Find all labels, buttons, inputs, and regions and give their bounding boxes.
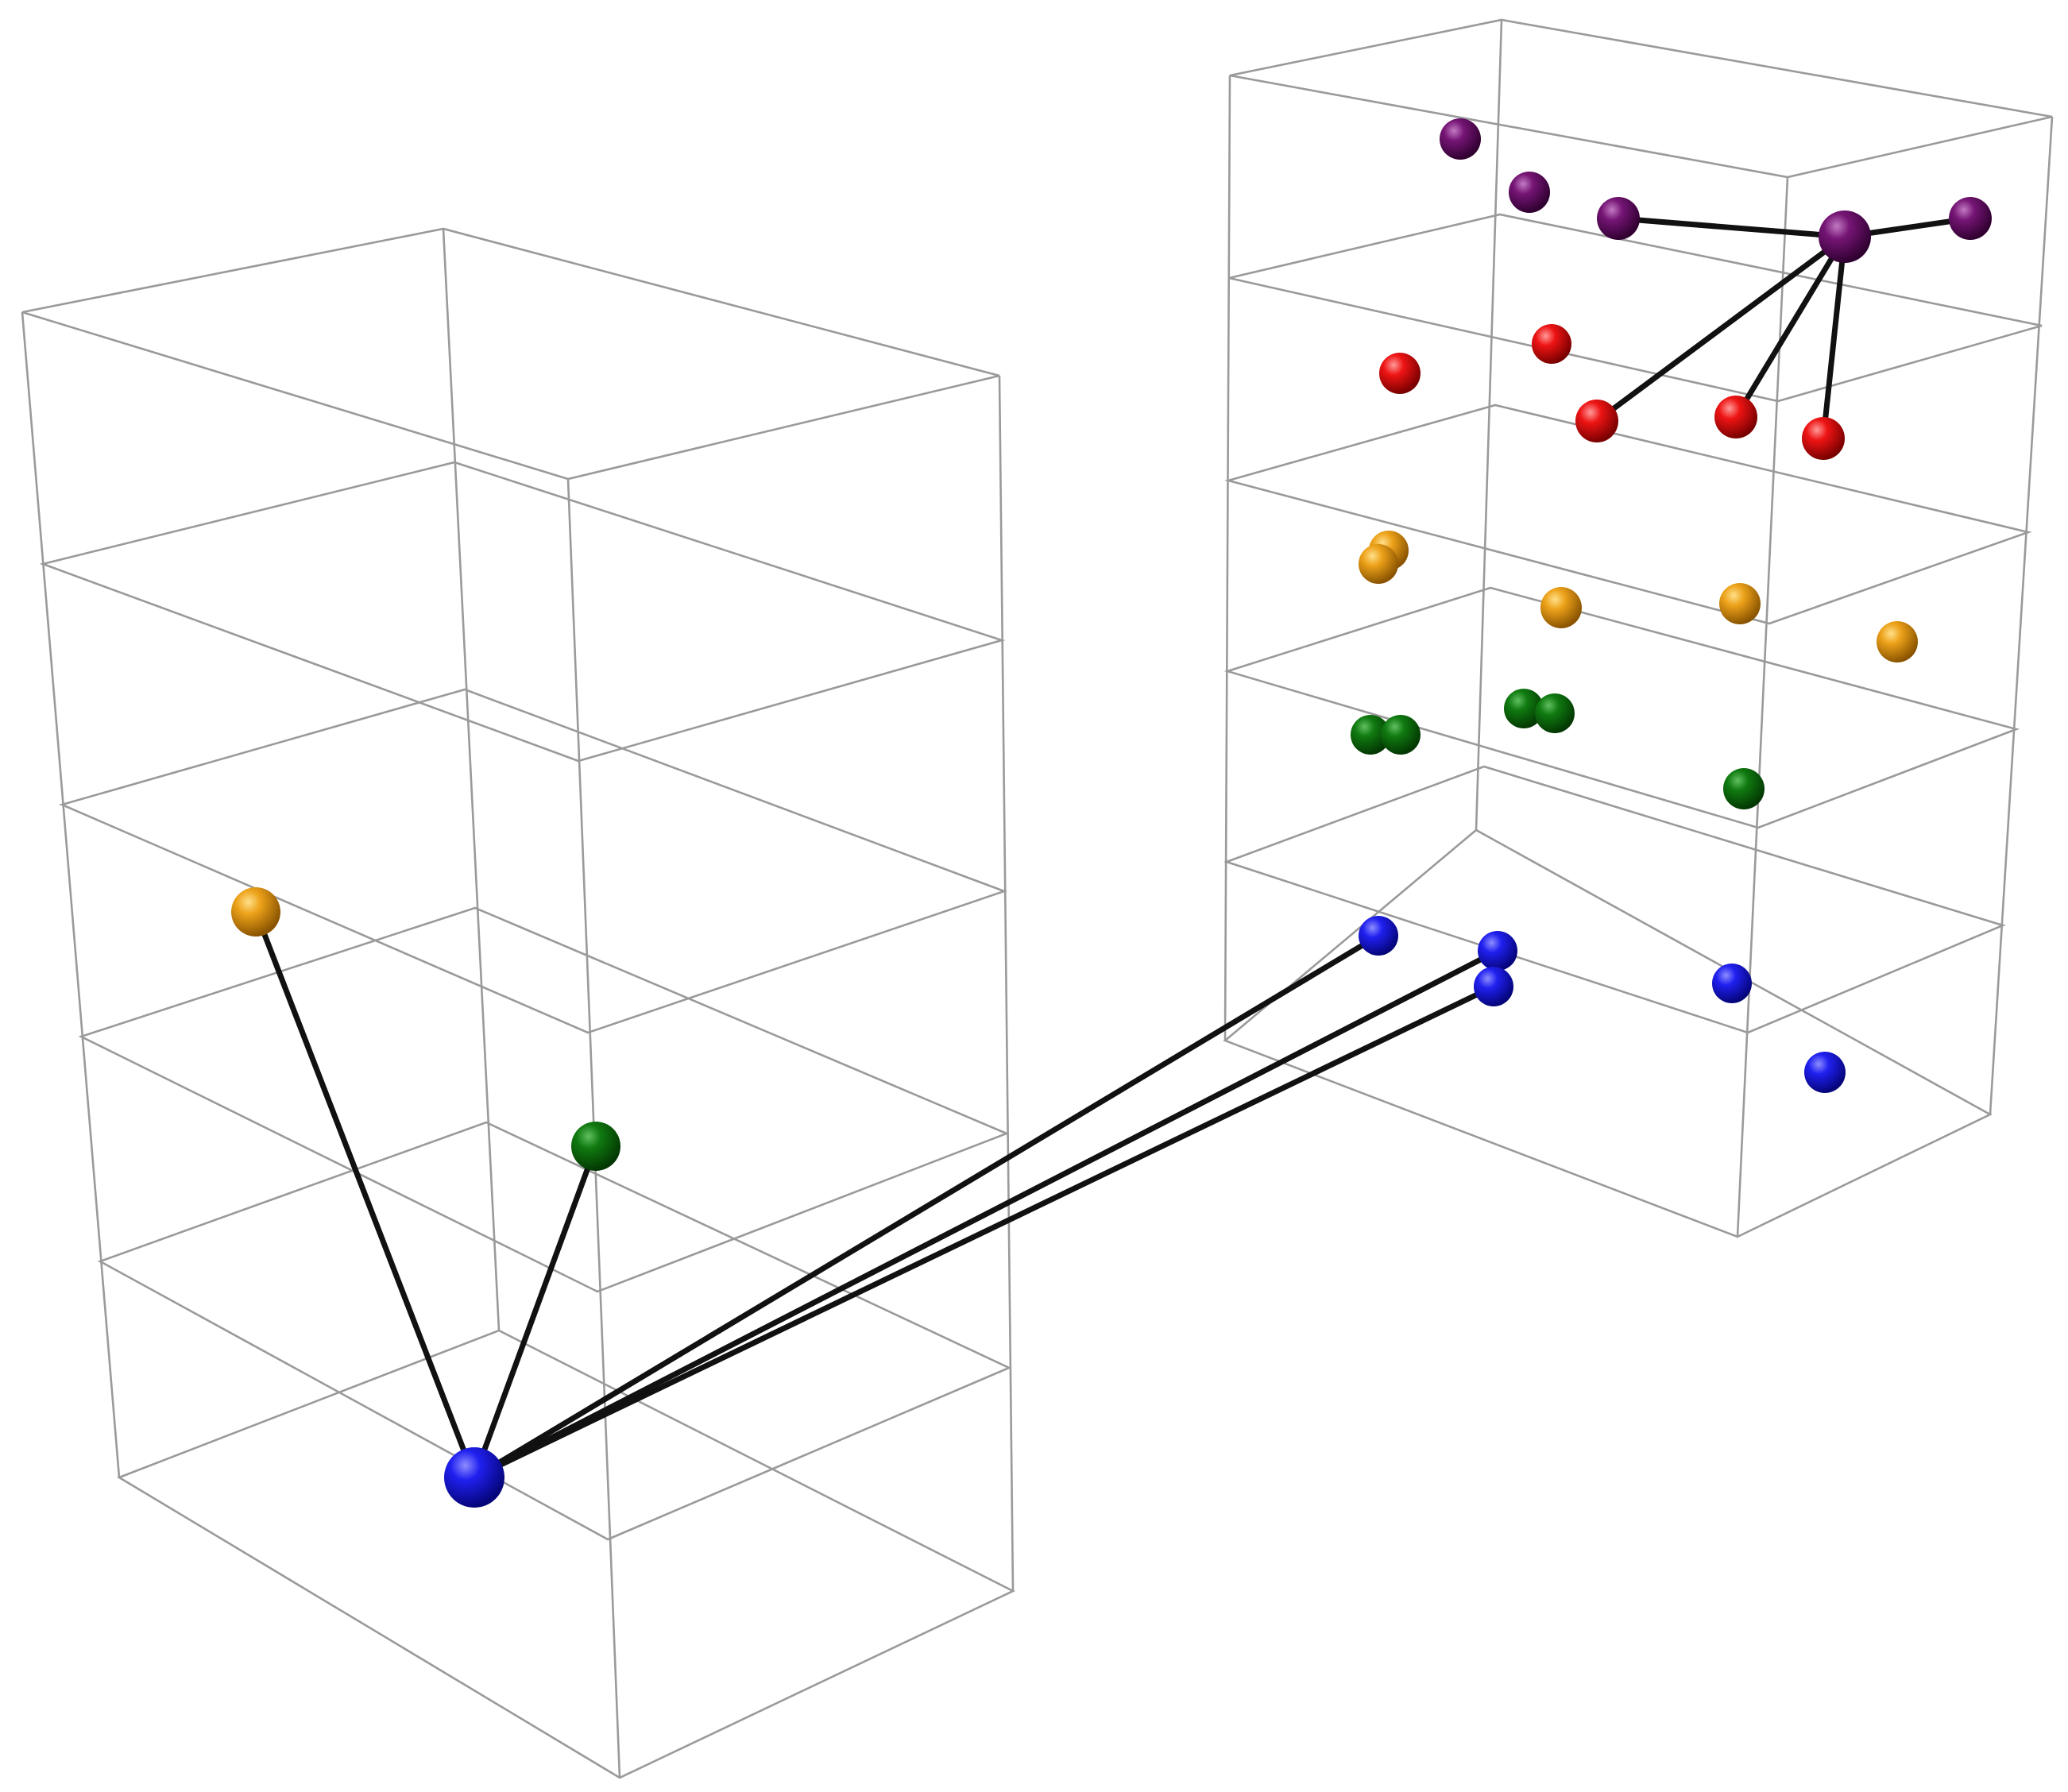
right-box-plane-4 — [1223, 586, 2020, 829]
left-box-wireframe — [21, 227, 1015, 1779]
node-blue-1 — [1359, 916, 1398, 956]
node-green-3 — [1504, 689, 1544, 728]
right-box-edge-back-right — [1475, 19, 1503, 831]
node-red-4 — [1714, 396, 1757, 438]
edge-blue-hub-to-right-blue-1 — [471, 933, 1382, 1481]
right-box-plane-5 — [1223, 765, 2006, 1034]
edge-purple-hub-to-red-3 — [1820, 234, 1848, 442]
node-orange-4 — [1719, 583, 1761, 624]
node-orange-2 — [1359, 544, 1398, 584]
right-box-plane-3 — [1224, 404, 2032, 625]
edge-blue-hub-to-orange — [253, 909, 477, 1481]
node-purple-1 — [1440, 118, 1481, 160]
node-blue-5 — [1804, 1052, 1846, 1093]
node-red-5 — [1802, 417, 1845, 460]
right-box-plane-1 — [1229, 18, 2053, 179]
network-nodes — [231, 118, 1992, 1508]
left-box-plane-3 — [59, 688, 1007, 1034]
node-purple-4 — [1949, 197, 1992, 240]
left-box-edge-back-left — [21, 311, 121, 1478]
left-box-plane-1 — [21, 227, 1000, 481]
node-red-3 — [1575, 400, 1618, 442]
edge-blue-hub-to-right-blue-3 — [471, 983, 1497, 1481]
node-blue-3 — [1474, 967, 1513, 1006]
left-box-plane-6 — [117, 1329, 1015, 1779]
left-box-edge-front-right — [998, 375, 1015, 1592]
node-red-2 — [1379, 353, 1421, 394]
node-purple-3 — [1597, 197, 1640, 240]
edge-purple-hub-to-red-1 — [1594, 234, 1848, 424]
edge-blue-hub-to-green — [471, 1143, 599, 1481]
edge-blue-hub-to-right-blue-2 — [471, 948, 1501, 1481]
node-purple-hub — [1819, 210, 1871, 263]
node-green-4 — [1535, 693, 1575, 733]
network-edges — [253, 215, 1973, 1481]
right-box-edge-front-right — [1989, 116, 2054, 1115]
node-green-1 — [1351, 715, 1390, 755]
node-blue-hub — [444, 1447, 504, 1508]
node-red-1 — [1532, 324, 1571, 364]
edge-purple-hub-to-red-2 — [1733, 234, 1848, 420]
left-box-plane-2 — [39, 461, 1006, 763]
node-blue-4 — [1712, 964, 1752, 1003]
right-box-wireframe — [1223, 18, 2054, 1238]
node-blue-2 — [1478, 931, 1517, 971]
node-purple-2 — [1509, 172, 1550, 213]
right-box-edge-back-left — [1223, 75, 1231, 1041]
node-orange-5 — [1877, 621, 1918, 662]
edge-purple-hub-to-purple-left — [1615, 215, 1848, 240]
node-orange-3 — [1540, 587, 1582, 628]
right-box-edge-front-left — [1736, 176, 1789, 1238]
node-green-5 — [1723, 768, 1765, 809]
node-green-left — [571, 1122, 620, 1171]
node-orange-left — [231, 887, 280, 937]
right-box-plane-2 — [1228, 213, 2043, 403]
right-box-plane-6 — [1223, 828, 1993, 1238]
left-box-plane-4 — [78, 906, 1010, 1293]
left-box-edge-back-right — [442, 228, 501, 1331]
node-green-2 — [1381, 715, 1421, 755]
